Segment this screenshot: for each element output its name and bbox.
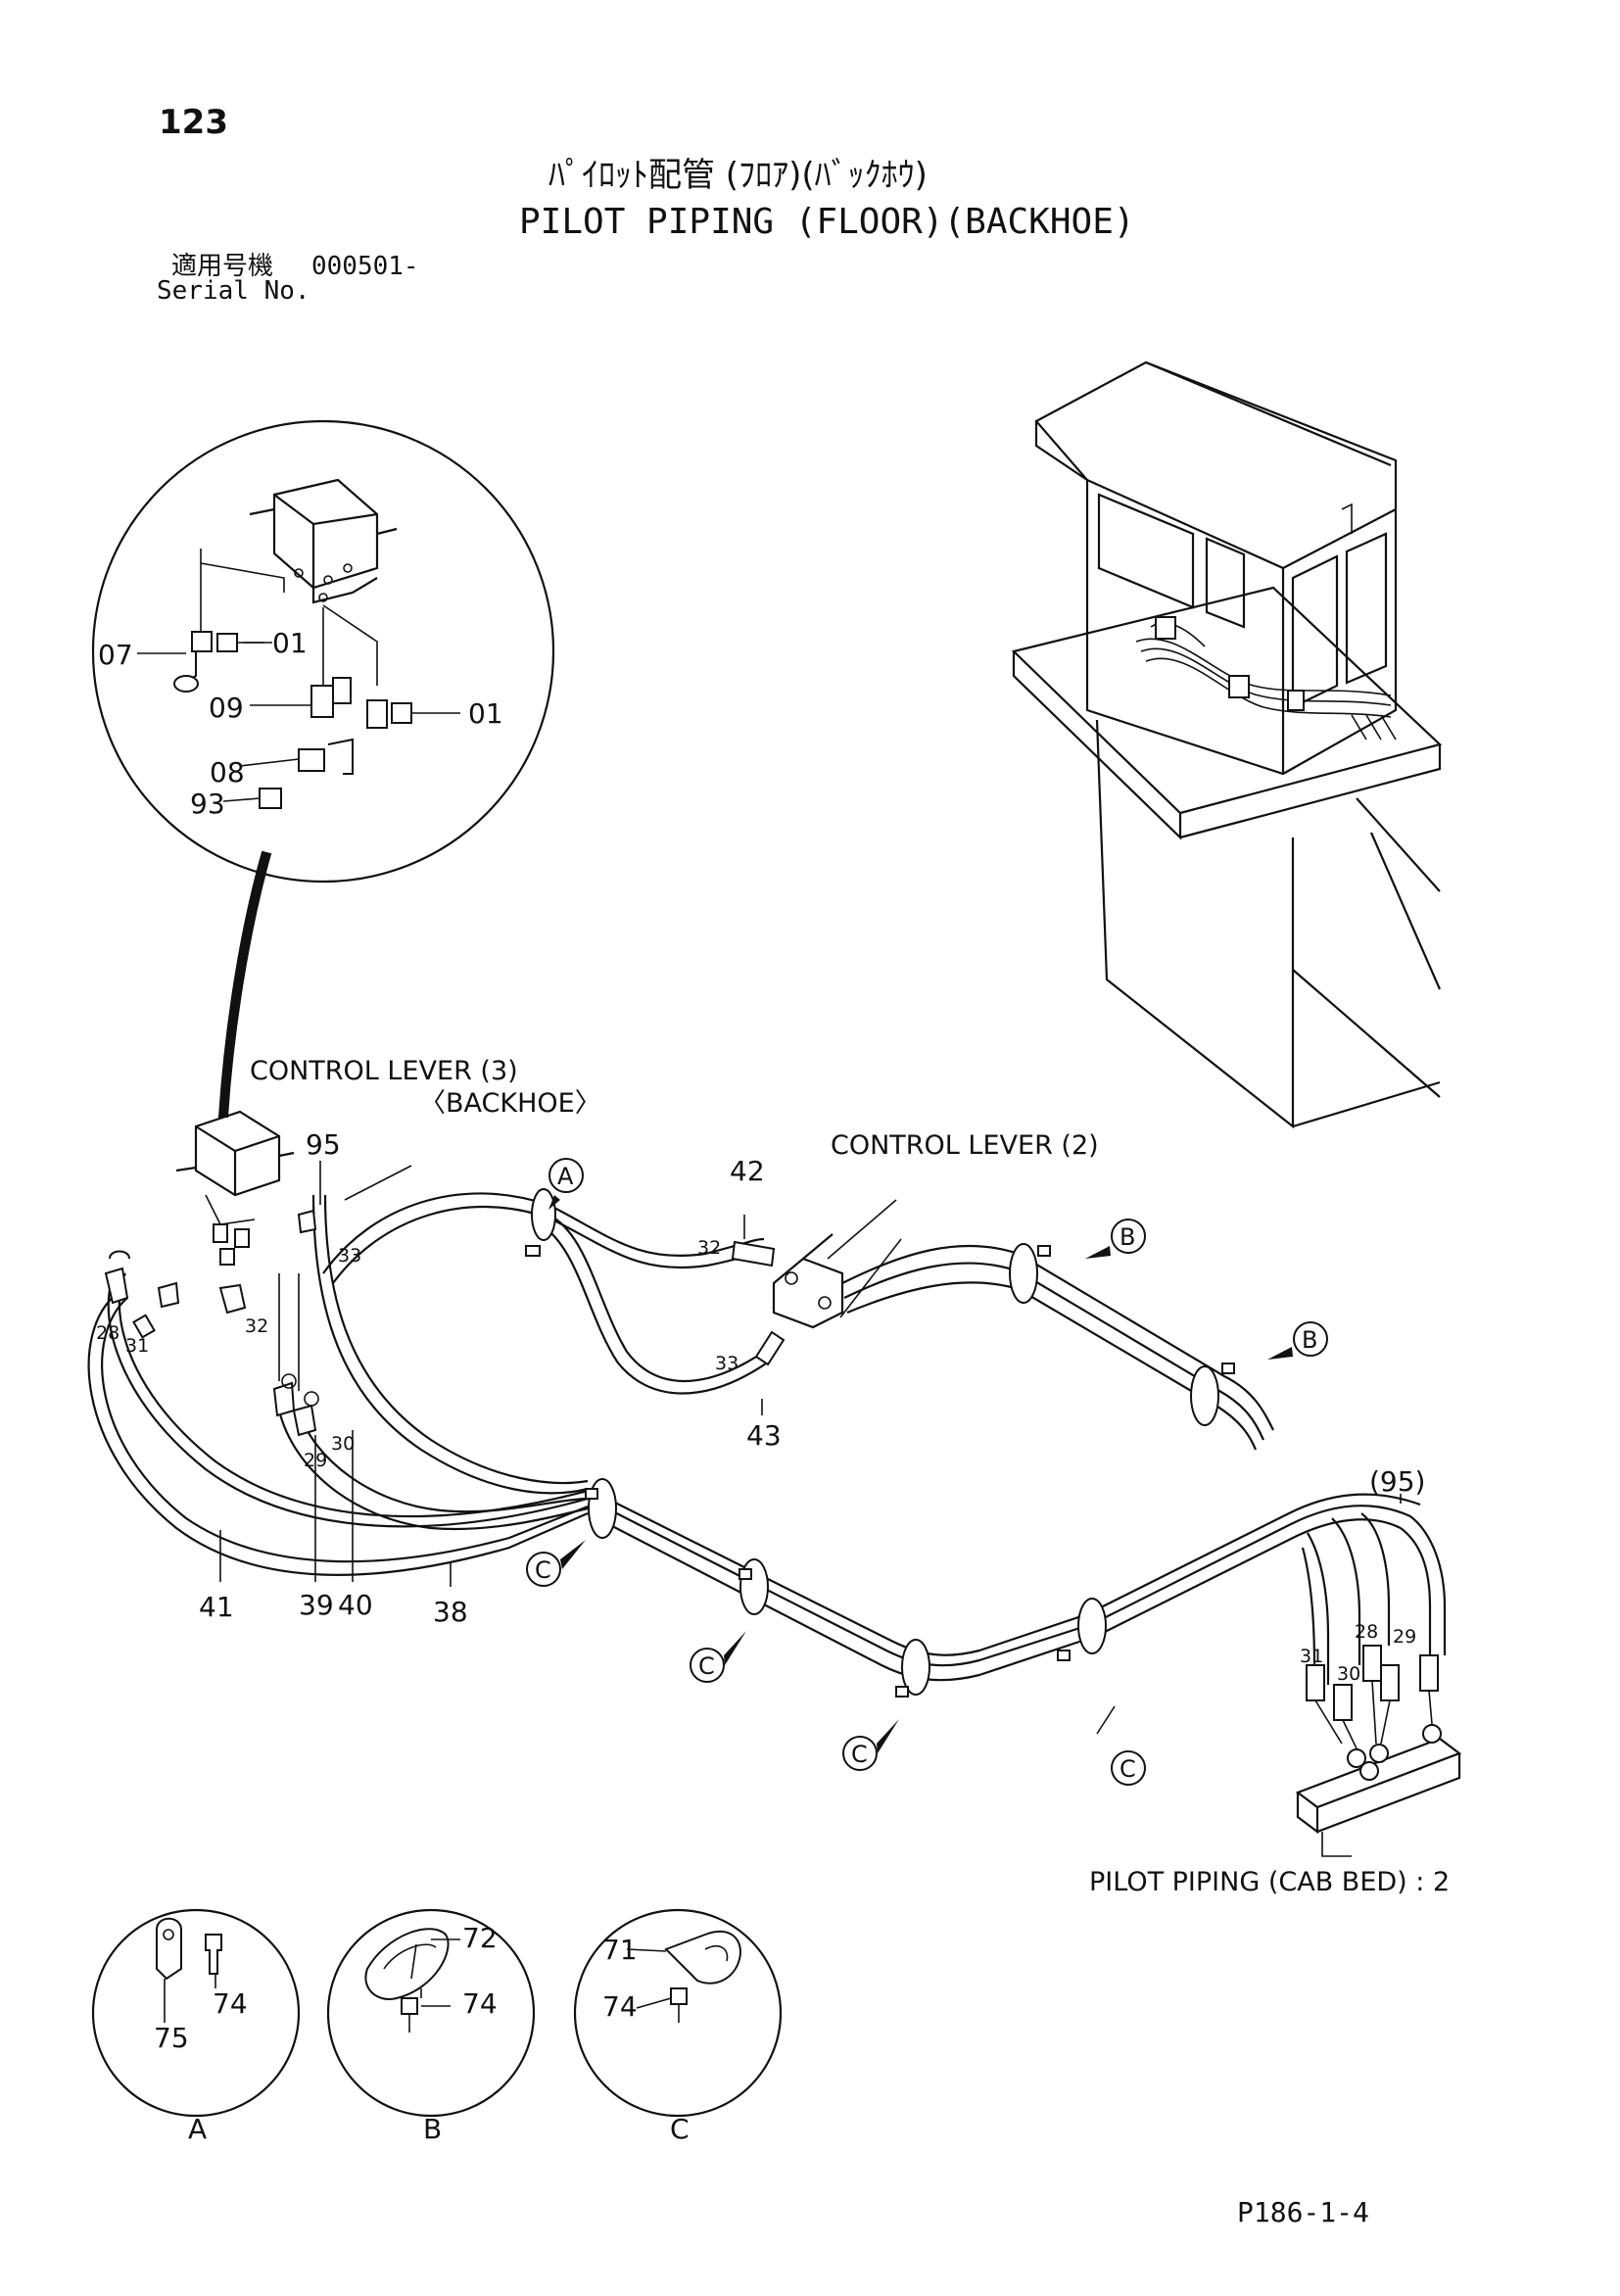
detail-c-letter: C	[670, 2113, 690, 2145]
marker-b-1-letter: B	[1120, 1223, 1135, 1251]
marker-c-2	[690, 1631, 746, 1683]
marker-b-2-letter: B	[1302, 1326, 1317, 1354]
detail-circle-lever-fittings	[91, 419, 555, 884]
detail-c-part-71: 71	[602, 1934, 638, 1966]
page-number: 123	[159, 103, 228, 142]
part-42: 42	[730, 1155, 765, 1187]
part-95-ref: (95)	[1369, 1465, 1425, 1498]
marker-c-4	[1111, 1750, 1146, 1786]
marker-c-1	[526, 1540, 586, 1587]
part-09: 09	[209, 692, 244, 724]
detail-b-part-74: 74	[462, 1987, 498, 2020]
footer-code: P186-1-4	[1237, 2196, 1369, 2228]
marker-b-1	[1085, 1219, 1146, 1259]
serial-label-english: Serial No.	[157, 276, 310, 306]
marker-b-2	[1267, 1321, 1328, 1360]
part-30-right: 30	[1337, 1663, 1360, 1685]
title-english: PILOT PIPING (FLOOR)(BACKHOE)	[519, 202, 1135, 242]
part-32-left: 32	[245, 1315, 268, 1337]
detail-circle-a	[91, 1908, 301, 2118]
marker-c-2-letter: C	[698, 1652, 715, 1680]
marker-a-letter: A	[557, 1163, 574, 1190]
cab-illustration	[1011, 360, 1443, 1129]
part-30: 30	[331, 1433, 355, 1455]
part-33-right: 33	[715, 1353, 739, 1374]
marker-c-3	[842, 1719, 899, 1771]
serial-value: 000501-	[311, 252, 419, 281]
part-28-right: 28	[1355, 1621, 1378, 1643]
part-28: 28	[96, 1322, 119, 1344]
part-93: 93	[190, 788, 225, 820]
serial-label-japanese: 適用号機	[171, 252, 273, 281]
part-01-upper: 01	[272, 627, 308, 659]
part-31: 31	[125, 1335, 149, 1357]
callout-cab-bed: PILOT PIPING (CAB BED) : 2	[1089, 1867, 1450, 1897]
detail-circle-b	[326, 1908, 536, 2118]
part-01-lower: 01	[468, 697, 503, 730]
detail-c-part-74: 74	[602, 1990, 638, 2023]
part-95: 95	[306, 1128, 341, 1161]
part-29: 29	[304, 1450, 327, 1471]
callout-backhoe: 〈BACKHOE〉	[419, 1088, 601, 1119]
part-38: 38	[433, 1596, 468, 1628]
detail-circle-c	[573, 1908, 783, 2118]
detail-a-letter: A	[188, 2113, 207, 2145]
part-07: 07	[98, 639, 133, 671]
part-31-right: 31	[1300, 1646, 1323, 1667]
detail-b-part-72: 72	[462, 1922, 498, 1954]
part-29-right: 29	[1393, 1626, 1416, 1648]
part-39: 39	[299, 1589, 334, 1621]
part-41: 41	[199, 1591, 234, 1623]
part-40: 40	[338, 1589, 373, 1621]
callout-control-lever-3: CONTROL LEVER (3)	[250, 1056, 518, 1086]
detail-b-letter: B	[423, 2113, 442, 2145]
detail-a-part-74: 74	[213, 1987, 248, 2020]
main-piping-assembly	[87, 1110, 1462, 1857]
title-japanese: ﾊﾟｲﾛｯﾄ配管 (ﾌﾛｱ)(ﾊﾞｯｸﾎｳ)	[548, 156, 928, 195]
part-43: 43	[746, 1419, 782, 1452]
marker-c-3-letter: C	[851, 1741, 868, 1768]
detail-a-part-75: 75	[154, 2022, 189, 2054]
marker-a	[548, 1158, 584, 1210]
part-32-right: 32	[697, 1237, 721, 1259]
part-33-left: 33	[338, 1245, 361, 1267]
callout-control-lever-2: CONTROL LEVER (2)	[831, 1130, 1099, 1161]
marker-c-4-letter: C	[1120, 1755, 1136, 1783]
marker-c-1-letter: C	[535, 1556, 551, 1584]
part-08: 08	[210, 756, 245, 789]
